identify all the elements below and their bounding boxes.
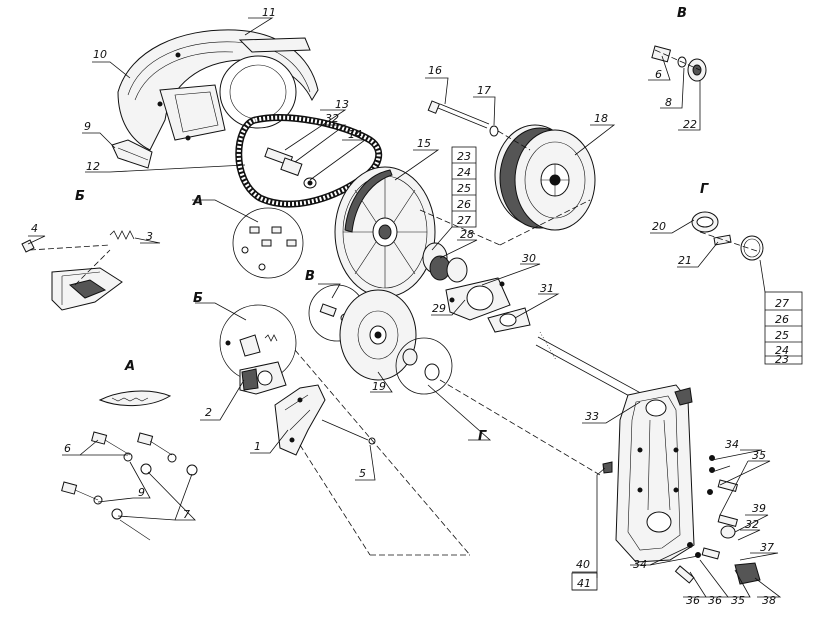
part-number-14: 14 (348, 128, 362, 141)
part-number-9: 9 (84, 120, 91, 133)
part-number-40: 40 (576, 558, 590, 571)
part-number-13: 13 (335, 98, 349, 111)
drive-pulley (494, 124, 596, 231)
detail-g-circle (395, 337, 453, 395)
driven-shaft (535, 331, 649, 405)
part-number-16: 16 (428, 64, 442, 77)
part-number-41: 41 (577, 577, 591, 590)
driven-pulley (334, 166, 436, 298)
part-number-4: 4 (31, 222, 38, 235)
part-number-6-top: 6 (655, 68, 662, 81)
part-number-17: 17 (477, 84, 491, 97)
detail-a-circle (232, 207, 304, 279)
mount-bracket (274, 384, 326, 456)
part-number-24-right: 24 (775, 344, 789, 357)
axle-bolt (427, 100, 499, 137)
section-label-b-mid: Б (193, 291, 203, 306)
part-number-39: 39 (752, 502, 766, 515)
section-label-a-bottom: А (124, 359, 135, 374)
part-number-9-bottom: 9 (138, 486, 145, 499)
part-number-23-top: 23 (457, 150, 471, 163)
part-number-27-right: 27 (775, 297, 789, 310)
part-number-25-top: 25 (457, 182, 471, 195)
part-number-5: 5 (359, 467, 366, 480)
section-label-g-bottom: Г (478, 429, 487, 444)
part-list-box-top (431, 146, 477, 251)
part-list-box-bottom (571, 572, 598, 591)
part-number-30: 30 (522, 252, 536, 265)
section-label-b-left: Б (75, 189, 85, 204)
detail-g-bushing (691, 211, 764, 261)
section-label-v-mid: В (305, 269, 315, 284)
part-number-23-right: 23 (775, 353, 789, 366)
part-number-27-top: 27 (457, 214, 471, 227)
part-number-28: 28 (460, 228, 474, 241)
caliper-bracket (239, 361, 287, 395)
part-number-11: 11 (262, 6, 276, 19)
control-rod (321, 419, 376, 445)
part-number-38: 38 (762, 594, 776, 607)
part-number-26-top: 26 (457, 198, 471, 211)
part-number-7: 7 (183, 508, 190, 521)
part-number-35-top: 35 (752, 449, 766, 462)
part-number-19: 19 (372, 380, 386, 393)
part-number-24-top: 24 (457, 166, 471, 179)
part-number-10: 10 (93, 48, 107, 61)
part-number-37: 37 (760, 541, 774, 554)
part-number-1: 1 (254, 440, 261, 453)
section-label-g-right: Г (700, 182, 709, 197)
part-number-22: 22 (683, 118, 697, 131)
part-number-36-left: 36 (686, 594, 700, 607)
bearing-housing (422, 242, 531, 333)
detail-a-hardware (61, 431, 198, 541)
brake-disk (339, 289, 417, 381)
part-number-2: 2 (205, 406, 212, 419)
part-number-21: 21 (678, 254, 692, 267)
belt-hardware (264, 147, 317, 189)
part-number-25-right: 25 (775, 329, 789, 342)
part-numbers: 11 10 9 12 13 32 14 15 16 17 18 6 8 22 2… (31, 6, 789, 607)
part-number-34-bottom: 34 (633, 558, 647, 571)
part-list-box-right (759, 259, 803, 365)
part-number-8: 8 (665, 96, 672, 109)
part-number-6-bottom: 6 (64, 442, 71, 455)
part-number-31: 31 (540, 282, 554, 295)
part-number-32-top: 32 (325, 112, 339, 125)
belt-guard-cover (111, 29, 319, 169)
part-number-29: 29 (432, 302, 446, 315)
detail-v-fastener (651, 45, 707, 82)
part-number-34-top: 34 (725, 438, 739, 451)
part-number-15: 15 (417, 137, 431, 150)
part-number-20: 20 (652, 220, 666, 233)
part-number-32-right: 32 (745, 518, 759, 531)
section-label-v-top: В (677, 6, 687, 21)
detail-b-bracket (21, 230, 135, 311)
part-number-3: 3 (146, 230, 153, 243)
part-number-35-bottom: 35 (731, 594, 745, 607)
assembly-lines (29, 49, 761, 556)
chaincase (615, 384, 695, 563)
section-label-a-mid: А (192, 194, 203, 209)
part-number-33: 33 (585, 410, 599, 423)
detail-a-pad (98, 390, 172, 407)
leader-lines (27, 17, 782, 598)
part-number-18: 18 (594, 112, 608, 125)
part-number-36-right: 36 (708, 594, 722, 607)
chaincase-fasteners (602, 455, 761, 585)
part-number-12: 12 (86, 160, 100, 173)
part-number-26-right: 26 (775, 313, 789, 326)
